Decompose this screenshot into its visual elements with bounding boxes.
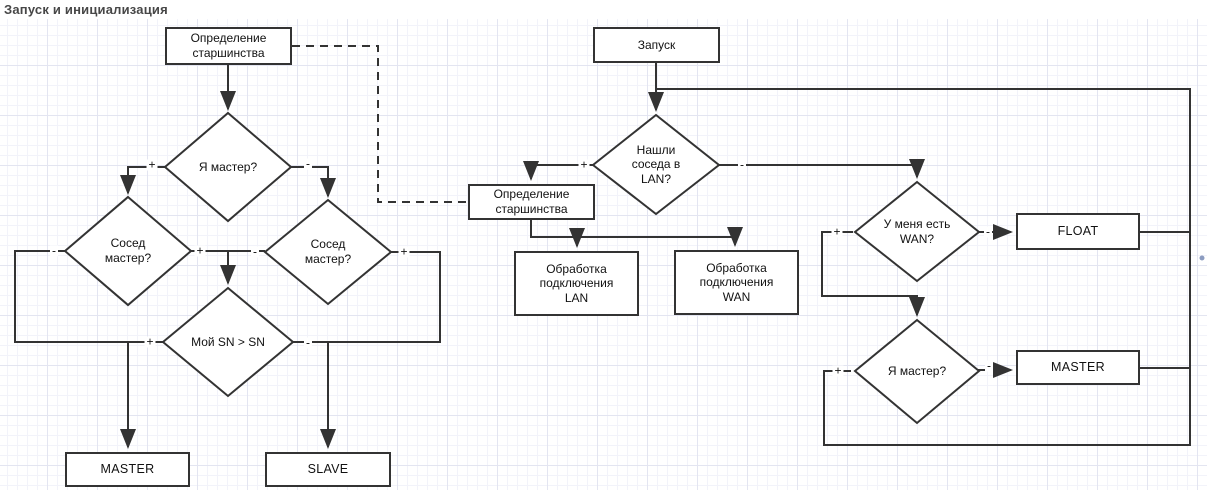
edge-label-lan-check-plus: +: [578, 157, 590, 172]
edge-label-neighbor-left-minus: -: [50, 243, 58, 258]
edge-am-i-master-minus[interactable]: [291, 166, 336, 198]
edge-label-neighbor-right-plus: +: [398, 244, 410, 259]
edge-right-bus-loop[interactable]: [656, 88, 1191, 446]
edge-am-i-master-plus[interactable]: [120, 166, 165, 195]
decision-have-wan-shape[interactable]: [853, 180, 981, 283]
edge-label-neighbor-left-plus: +: [194, 243, 206, 258]
edge-label-am-i-master2-minus: -: [985, 358, 993, 373]
decision-neighbor-master-right-shape[interactable]: [263, 198, 393, 306]
node-start[interactable]: Запуск: [593, 27, 720, 63]
page-title: Запуск и инициализация: [4, 2, 168, 17]
edge-seniority-dashed-link[interactable]: [292, 45, 466, 203]
edge-label-neighbor-right-minus: -: [251, 244, 259, 259]
connection-point-dot: [1199, 255, 1205, 261]
decision-am-i-master-left-shape[interactable]: [163, 111, 293, 223]
node-slave[interactable]: SLAVE: [265, 452, 391, 487]
decision-neighbor-master-left-shape[interactable]: [63, 195, 193, 307]
decision-found-neighbor-lan-shape[interactable]: [591, 113, 721, 216]
node-determine-seniority-mid[interactable]: Определение старшинства: [468, 184, 595, 220]
node-float[interactable]: FLOAT: [1016, 213, 1140, 250]
edge-lan-check-minus[interactable]: [719, 159, 925, 179]
edge-label-lan-check-minus: -: [738, 157, 746, 172]
node-handle-wan-connection[interactable]: Обработка подключения WAN: [674, 250, 799, 315]
edge-label-am-i-master2-plus: +: [832, 363, 844, 378]
edge-label-am-i-master-minus: -: [304, 156, 312, 171]
decision-my-sn-shape[interactable]: [161, 286, 295, 398]
edge-label-have-wan-plus: +: [831, 224, 843, 239]
edge-neighbor-left-minus-loop[interactable]: [14, 250, 163, 343]
edge-label-sn-minus: -: [304, 335, 312, 350]
node-master-right[interactable]: MASTER: [1016, 350, 1140, 385]
edge-label-sn-plus: +: [144, 334, 156, 349]
edge-label-am-i-master-plus: +: [146, 157, 158, 172]
edge-lan-check-plus[interactable]: [523, 161, 593, 181]
edge-seniority-to-wan-handler[interactable]: [530, 220, 743, 247]
decision-am-i-master-right-shape[interactable]: [853, 318, 981, 425]
node-handle-lan-connection[interactable]: Обработка подключения LAN: [514, 251, 639, 316]
edge-neighbor-right-plus-loop[interactable]: [293, 251, 441, 343]
node-determine-seniority-left[interactable]: Определение старшинства: [165, 27, 292, 65]
node-master-left[interactable]: MASTER: [65, 452, 190, 487]
edge-label-have-wan-minus: -: [984, 224, 992, 239]
